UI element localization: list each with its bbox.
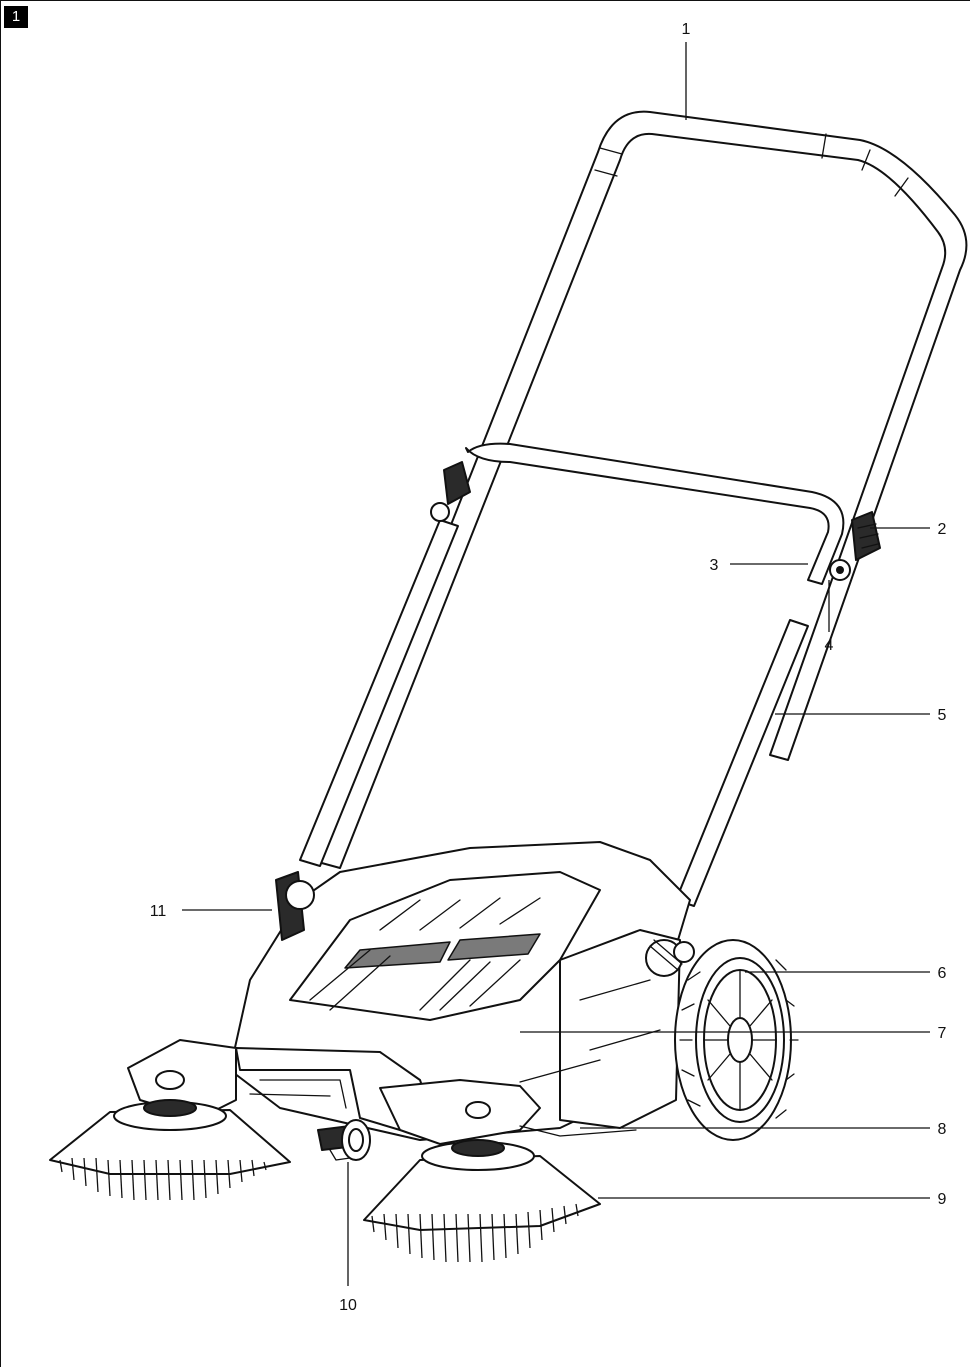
- callout-3: 3: [710, 557, 719, 574]
- callout-5: 5: [938, 707, 947, 724]
- right-side-brush-illustration: [363, 1139, 601, 1263]
- figure-number-badge: 1: [4, 6, 28, 28]
- callout-7: 7: [938, 1025, 947, 1042]
- callout-11: 11: [150, 903, 167, 920]
- left-side-brush-illustration: [49, 1099, 291, 1201]
- callout-8: 8: [938, 1121, 947, 1138]
- callout-10: 10: [339, 1297, 357, 1314]
- push-handle-illustration: [299, 110, 968, 907]
- callout-9: 9: [938, 1191, 947, 1208]
- callout-labels: 1 2 3 4 5 6 7 8 9 10 11: [150, 21, 947, 1314]
- callout-1: 1: [682, 21, 691, 38]
- callout-4: 4: [825, 637, 834, 654]
- sweeper-body-illustration: [127, 841, 695, 1145]
- callout-2: 2: [938, 521, 947, 538]
- front-caster-wheel-illustration: [317, 1119, 371, 1161]
- callout-leaders: [182, 42, 930, 1286]
- callout-6: 6: [938, 965, 947, 982]
- rear-wheel-illustration: [674, 939, 799, 1141]
